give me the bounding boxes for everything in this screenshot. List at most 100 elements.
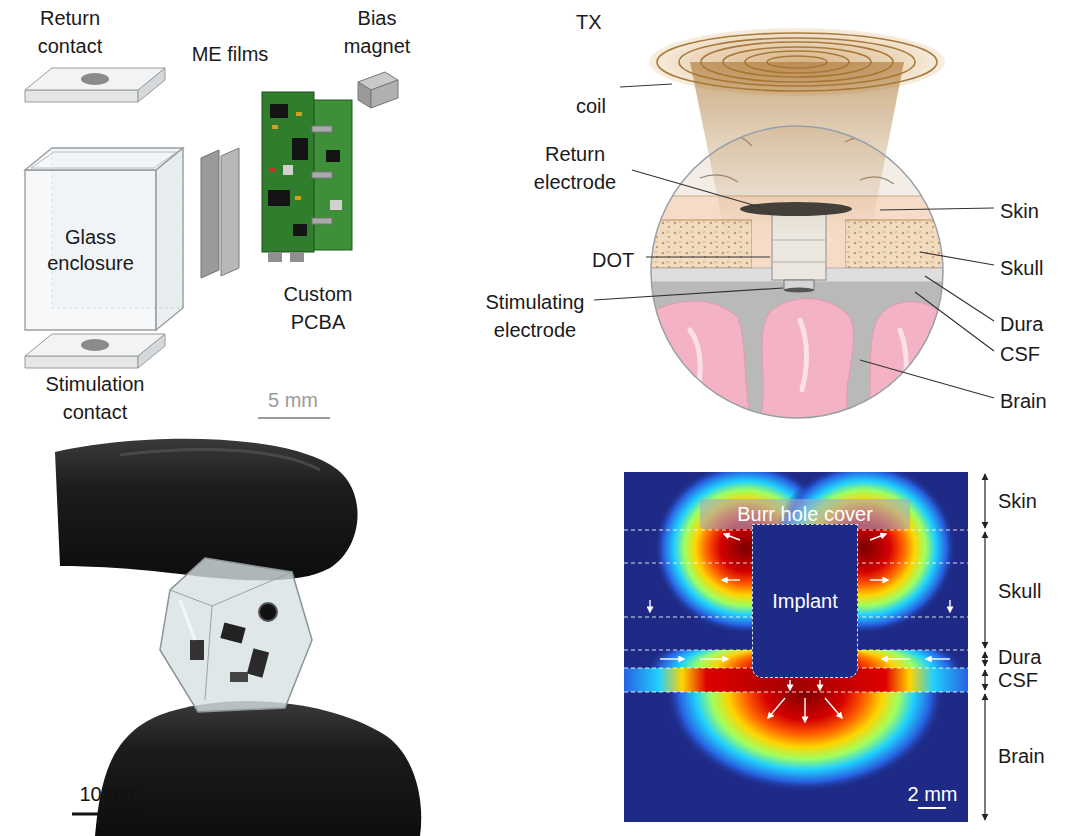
- scale-bar-label: 10 mm: [70, 780, 150, 808]
- custom-pcba: [295, 196, 301, 200]
- layer-label: Brain: [998, 745, 1073, 767]
- glass-enclosure: Glass enclosure: [25, 148, 183, 330]
- layer-label: Skull: [998, 580, 1073, 602]
- leader-lines: [594, 288, 783, 300]
- scale-bar: [918, 807, 946, 809]
- magnifier-outline: [651, 126, 943, 418]
- custom-pcba: [268, 190, 290, 206]
- layer-brackets: [984, 670, 985, 690]
- part-label: Stimulating electrode: [465, 288, 605, 344]
- leader-lines: [925, 276, 994, 321]
- field-arrows: [870, 579, 888, 580]
- layer-label: Skin: [998, 490, 1073, 512]
- layer-brackets: [984, 474, 985, 528]
- layer-label: CSF: [998, 669, 1073, 691]
- bias-magnet: [358, 82, 371, 108]
- field-arrows: [789, 680, 790, 690]
- device-photo: [220, 622, 245, 643]
- part-label: Stimulation contact: [30, 370, 160, 426]
- layer-brackets: [984, 532, 985, 648]
- stimulation-contact-plate: [81, 339, 109, 351]
- field-arrows: [926, 658, 950, 659]
- leader-lines: [594, 84, 994, 398]
- field-arrows: [804, 698, 805, 722]
- leader-lines: [632, 170, 760, 207]
- custom-pcba: [293, 224, 307, 236]
- device-photo: [160, 558, 312, 712]
- layer-label: Brain: [1000, 387, 1070, 415]
- scale-bar-label: 2 mm: [905, 780, 960, 808]
- tissue-cross-section: [772, 240, 826, 241]
- me-films: [201, 148, 239, 278]
- field-arrows: [768, 698, 785, 718]
- device-photo: [170, 572, 292, 606]
- part-label: Custom PCBA: [268, 280, 368, 336]
- me-films: [221, 148, 239, 276]
- field-arrows: [882, 658, 910, 659]
- custom-pcba: [283, 165, 293, 175]
- field-simulation-map: [665, 692, 945, 792]
- stimulation-contact-plate: [25, 334, 165, 368]
- part-label: TX coil: [576, 0, 626, 148]
- leader-lines: [920, 252, 994, 265]
- custom-pcba: [296, 112, 302, 116]
- device-photo: [190, 640, 204, 660]
- part-label: Return electrode: [520, 140, 630, 196]
- device-photo: [259, 603, 277, 621]
- tissue-cross-section: [784, 288, 814, 293]
- field-arrows: [825, 698, 842, 718]
- device-photo: [230, 672, 248, 682]
- device-photo: [160, 558, 312, 712]
- field-simulation-map: [624, 692, 968, 693]
- stimulation-contact-plate: [25, 334, 165, 356]
- custom-pcba: [312, 126, 332, 132]
- stimulation-contact-plate: [25, 356, 138, 368]
- tissue-cross-section: [772, 262, 826, 263]
- leader-lines: [860, 360, 994, 398]
- part-label: ME films: [180, 40, 280, 68]
- custom-pcba: [272, 125, 278, 129]
- part-label: Bias magnet: [332, 4, 422, 60]
- field-arrows: [700, 658, 728, 659]
- scale-bar: [258, 417, 330, 419]
- field-simulation-map: [665, 692, 945, 792]
- bias-magnet: [358, 72, 398, 108]
- layer-label: Skin: [1000, 197, 1070, 225]
- custom-pcba: [268, 252, 282, 262]
- custom-pcba: [330, 200, 342, 210]
- field-arrows: [649, 600, 650, 612]
- leader-lines: [620, 84, 672, 87]
- leader-lines: [915, 292, 994, 351]
- field-arrows: [949, 600, 950, 612]
- field-arrows: [819, 680, 820, 690]
- custom-pcba: [312, 172, 332, 178]
- return-contact-plate: [81, 73, 109, 85]
- custom-pcba: [290, 252, 304, 262]
- device-photo: [247, 648, 269, 677]
- gloved-fingers: [55, 439, 421, 836]
- custom-pcba: [292, 138, 308, 160]
- bias-magnet: [371, 80, 398, 108]
- field-arrows: [724, 534, 740, 540]
- layer-brackets: [984, 694, 985, 820]
- device-photo: [180, 600, 195, 640]
- custom-pcba: [262, 92, 352, 262]
- layer-label: Skull: [1000, 254, 1070, 282]
- field-simulation-map: [624, 462, 968, 822]
- custom-pcba: [262, 92, 314, 252]
- field-beam: [690, 62, 904, 235]
- part-label: Return contact: [20, 4, 120, 60]
- field-arrows: [722, 579, 740, 580]
- me-films: [201, 150, 219, 278]
- layer-brackets: [984, 652, 985, 666]
- custom-pcba: [312, 218, 332, 224]
- custom-pcba: [270, 104, 288, 118]
- node-text: Implant: [772, 588, 838, 614]
- device-photo: [205, 606, 212, 700]
- return-contact-plate: [25, 68, 165, 90]
- layer-label: CSF: [1000, 340, 1070, 368]
- node-text: Glass enclosure: [25, 224, 156, 276]
